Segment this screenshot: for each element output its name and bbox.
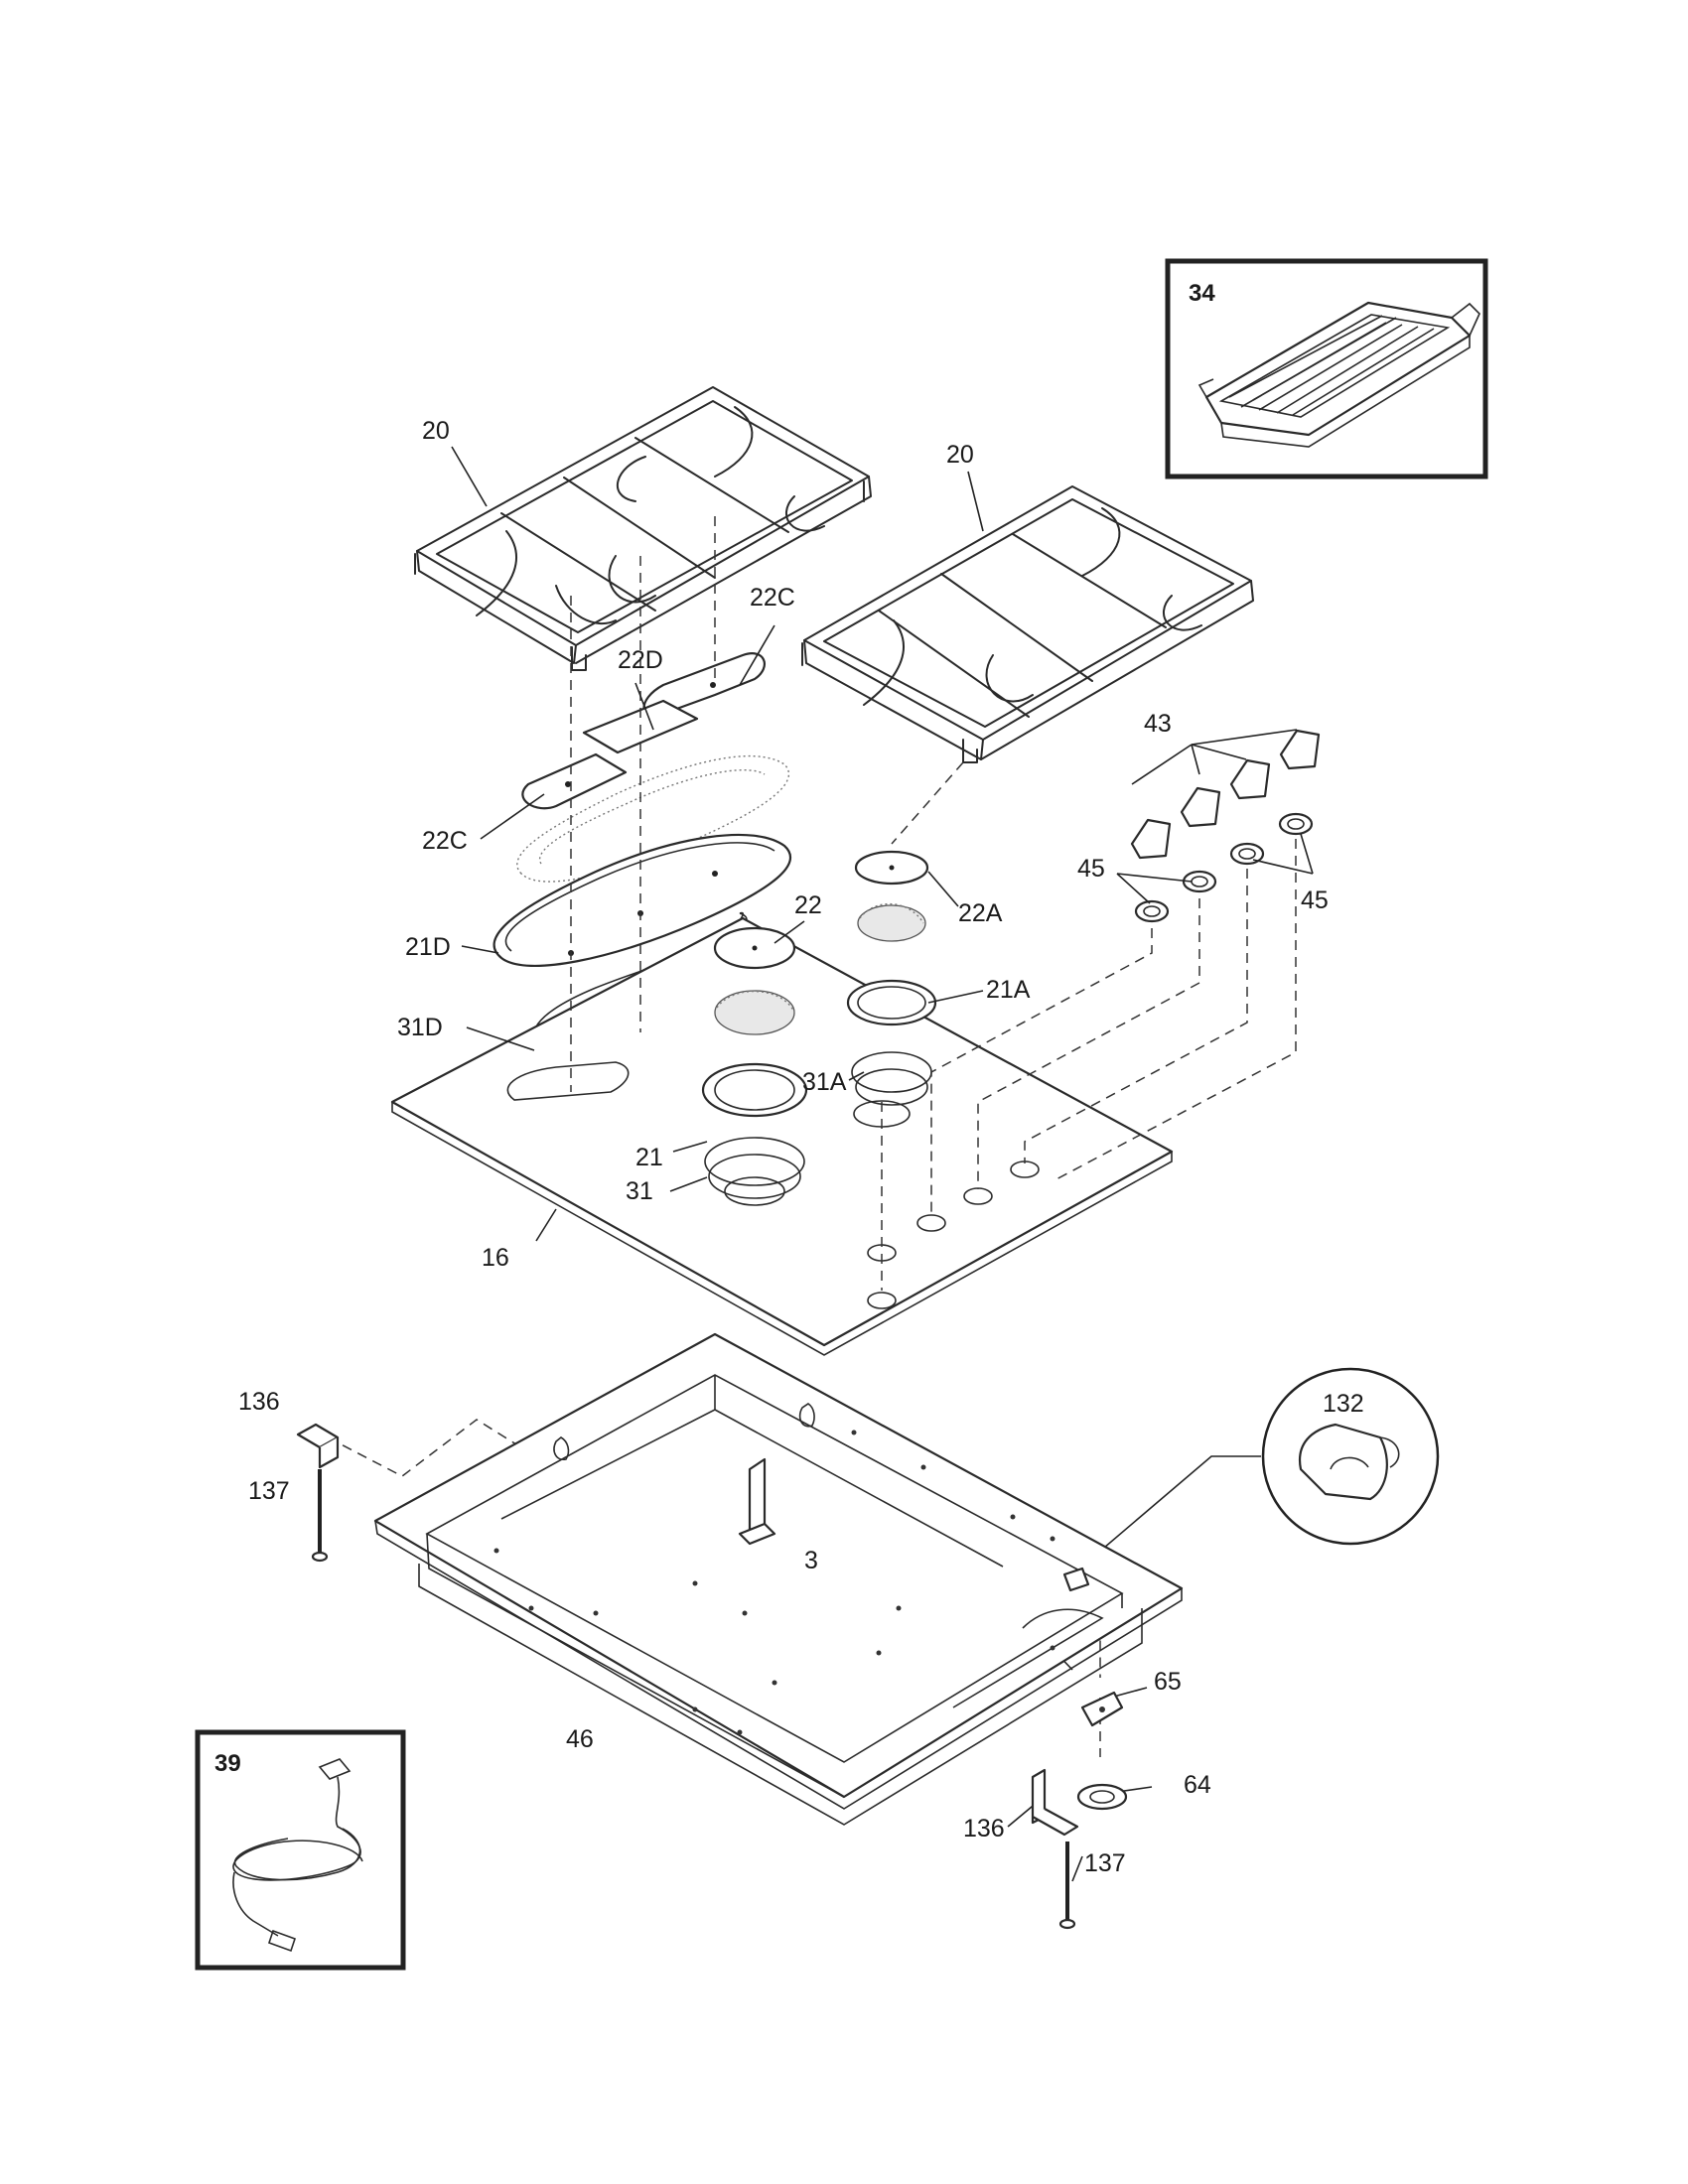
label-ring-31d: 31D [397,1014,443,1041]
label-bracket-136-top: 136 [238,1388,280,1416]
bracket-3 [738,1457,776,1546]
plate-65 [1080,1691,1124,1727]
label-spark-132: 132 [1323,1390,1364,1418]
control-knobs [1130,729,1321,860]
power-cord-icon [232,1758,363,1953]
label-knobs-43: 43 [1144,710,1172,738]
label-head-21a: 21A [986,976,1031,1004]
grate-left [414,386,872,671]
grate-right [801,485,1254,763]
label-cap-22c-top: 22C [750,584,795,612]
burner-assembly-right [846,850,937,1106]
label-cap-22d: 22D [618,646,663,674]
spark-module-132 [1062,1367,1440,1592]
gasket-64 [1076,1783,1128,1811]
burner-caps-oval [521,652,766,810]
knob-bezels [1134,812,1314,923]
label-bracket-3: 3 [804,1547,818,1574]
burner-head-21d [492,833,791,968]
label-screw-137-top: 137 [248,1477,290,1505]
burner-pan-46 [373,1332,1184,1826]
label-bezel-45-right: 45 [1301,887,1329,914]
inset-cord-label: 39 [214,1750,241,1777]
label-cap-22a: 22A [958,899,1003,927]
inset-box-power-cord: 39 [195,1729,406,1971]
bracket-136-bottom [1031,1768,1079,1837]
label-bracket-136-bottom: 136 [963,1815,1005,1843]
label-cap-22c-left: 22C [422,827,468,855]
cooktop-top-16 [390,916,1174,1356]
label-cap-22: 22 [794,891,822,919]
label-gasket-64: 64 [1184,1771,1211,1799]
callout-labels: 20 20 22C 22D 22C 21D 31D 22 22A 21A 31A… [238,417,1364,1877]
screw-137-bottom [1058,1842,1076,1930]
bracket-136-top [296,1423,340,1469]
label-plate-65: 65 [1154,1668,1182,1696]
label-head-21d: 21D [405,933,451,961]
inset-box-griddle: 34 [1165,258,1488,479]
label-ring-31: 31 [626,1177,653,1205]
label-bezel-45-left: 45 [1077,855,1105,883]
label-ring-31a: 31A [802,1068,847,1096]
label-grate-left: 20 [422,417,450,445]
screw-137-top [311,1469,329,1563]
griddle-icon [1197,301,1480,448]
label-head-21: 21 [635,1144,663,1171]
inset-griddle-label: 34 [1189,280,1215,307]
burner-assembly-center [701,926,808,1199]
label-screw-137-bottom: 137 [1084,1849,1126,1877]
label-top-16: 16 [482,1244,509,1272]
label-grate-right: 20 [946,441,974,469]
label-pan-46: 46 [566,1725,594,1753]
